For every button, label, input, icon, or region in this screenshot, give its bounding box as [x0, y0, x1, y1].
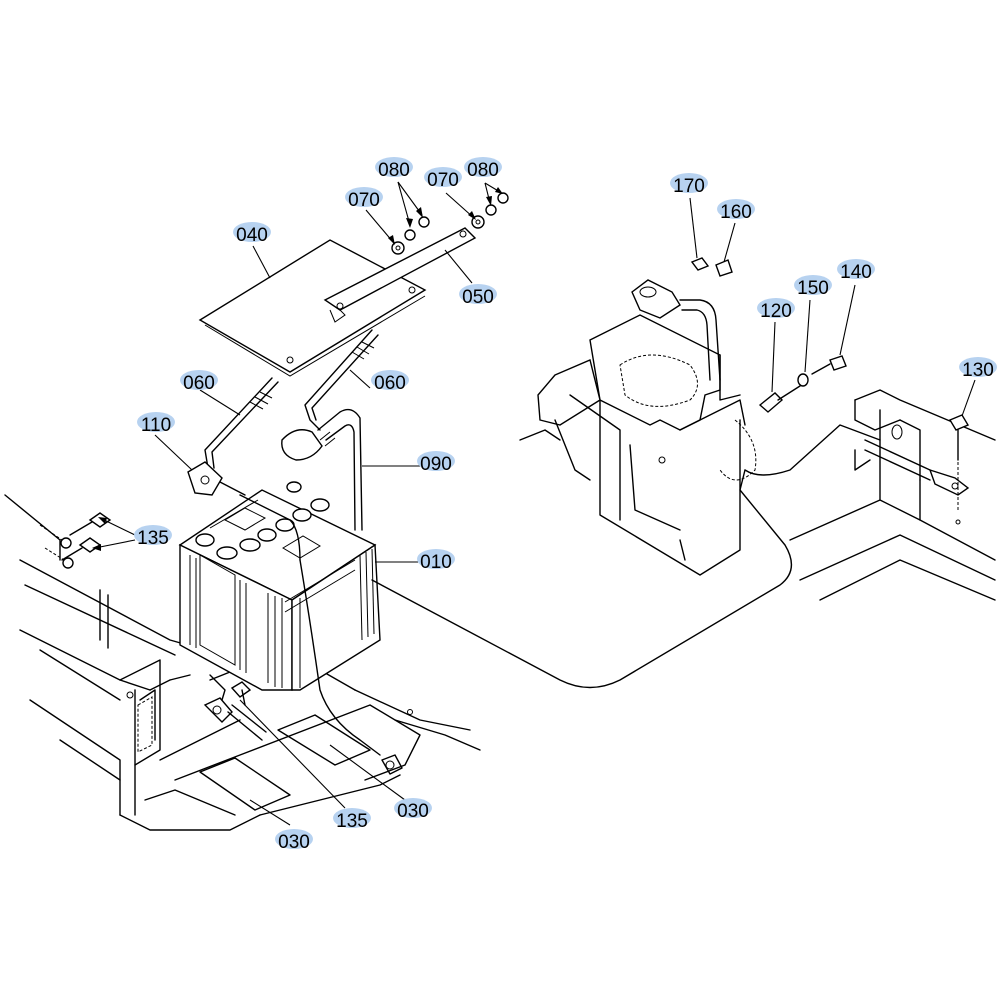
callout-highlight [670, 173, 708, 193]
callout-label: 135 [137, 528, 169, 549]
callout-080-right[interactable]: 080 [464, 157, 502, 181]
callout-label: 120 [760, 301, 792, 322]
callout-label: 135 [336, 811, 368, 832]
callout-label: 030 [278, 832, 310, 853]
ground-bolt-assembly [758, 355, 847, 413]
chassis-frame [4, 494, 481, 831]
ground-cable [239, 424, 881, 756]
callout-060-right[interactable]: 060 [371, 370, 409, 394]
callout-label: 030 [397, 801, 429, 822]
starter-cable [631, 257, 733, 381]
callout-highlight [417, 451, 455, 471]
bolts-left [39, 512, 112, 569]
callout-highlight [275, 829, 313, 849]
callout-highlight [233, 222, 271, 242]
negative-terminal-clamp [187, 461, 246, 496]
callout-highlight [375, 157, 413, 177]
right-frame [789, 389, 996, 601]
callout-highlight [459, 284, 497, 304]
callout-label: 080 [467, 160, 499, 181]
callout-010[interactable]: 010 [417, 549, 455, 573]
callout-label: 150 [797, 278, 829, 299]
callout-130[interactable]: 130 [959, 357, 997, 381]
callout-leaders [92, 181, 976, 826]
floor-pad-left [199, 757, 291, 811]
callout-highlight [717, 199, 755, 219]
hold-down-rod-left [204, 377, 279, 469]
callout-highlight [394, 798, 432, 818]
callout-highlight [959, 357, 997, 377]
callout-160[interactable]: 160 [717, 199, 755, 223]
callout-label: 050 [462, 287, 494, 308]
battery-cover-plate [198, 239, 427, 377]
callout-highlight [424, 167, 462, 187]
callout-080-left[interactable]: 080 [375, 157, 413, 181]
callout-label: 110 [141, 415, 171, 436]
callout-label: 040 [236, 225, 268, 246]
callout-label: 140 [840, 262, 872, 283]
callout-040[interactable]: 040 [233, 222, 271, 246]
callout-label: 160 [720, 202, 752, 223]
callout-070-left[interactable]: 070 [345, 187, 383, 211]
callout-060-left[interactable]: 060 [180, 370, 218, 394]
callout-label: 060 [183, 373, 215, 394]
callout-highlight [794, 275, 832, 295]
cable-lug-bottom [203, 681, 267, 741]
callout-170[interactable]: 170 [670, 173, 708, 197]
battery [178, 481, 381, 691]
callout-090[interactable]: 090 [417, 451, 455, 475]
callout-030-right[interactable]: 030 [394, 798, 432, 822]
callout-highlight [417, 549, 455, 569]
callout-070-right[interactable]: 070 [424, 167, 462, 191]
callout-label: 090 [420, 454, 452, 475]
callout-120[interactable]: 120 [757, 298, 795, 322]
callout-highlight [757, 298, 795, 318]
callout-highlight [333, 808, 371, 828]
engine [519, 314, 757, 576]
hold-down-bar [323, 227, 477, 323]
callout-highlight [837, 259, 875, 279]
callout-highlight [464, 157, 502, 177]
callout-label: 070 [427, 170, 459, 191]
callout-050[interactable]: 050 [459, 284, 497, 308]
callout-label: 060 [374, 373, 406, 394]
floor-pad-right [277, 714, 371, 766]
callout-150[interactable]: 150 [794, 275, 832, 299]
callout-label: 080 [378, 160, 410, 181]
callout-highlight [371, 370, 409, 390]
callout-label: 010 [420, 552, 452, 573]
callout-110[interactable]: 110 [137, 412, 175, 436]
callout-highlight [137, 412, 175, 432]
callout-highlight [345, 187, 383, 207]
callout-030-left[interactable]: 030 [275, 829, 313, 853]
callout-label: 130 [962, 360, 994, 381]
callout-135-upper[interactable]: 135 [134, 525, 172, 549]
callout-highlight [180, 370, 218, 390]
callout-label: 070 [348, 190, 380, 211]
hold-down-rod-right [304, 329, 379, 431]
callout-highlight [134, 525, 172, 545]
callout-label: 170 [673, 176, 705, 197]
callout-135-lower[interactable]: 135 [333, 808, 371, 832]
positive-cable [281, 408, 363, 531]
callout-140[interactable]: 140 [837, 259, 875, 283]
